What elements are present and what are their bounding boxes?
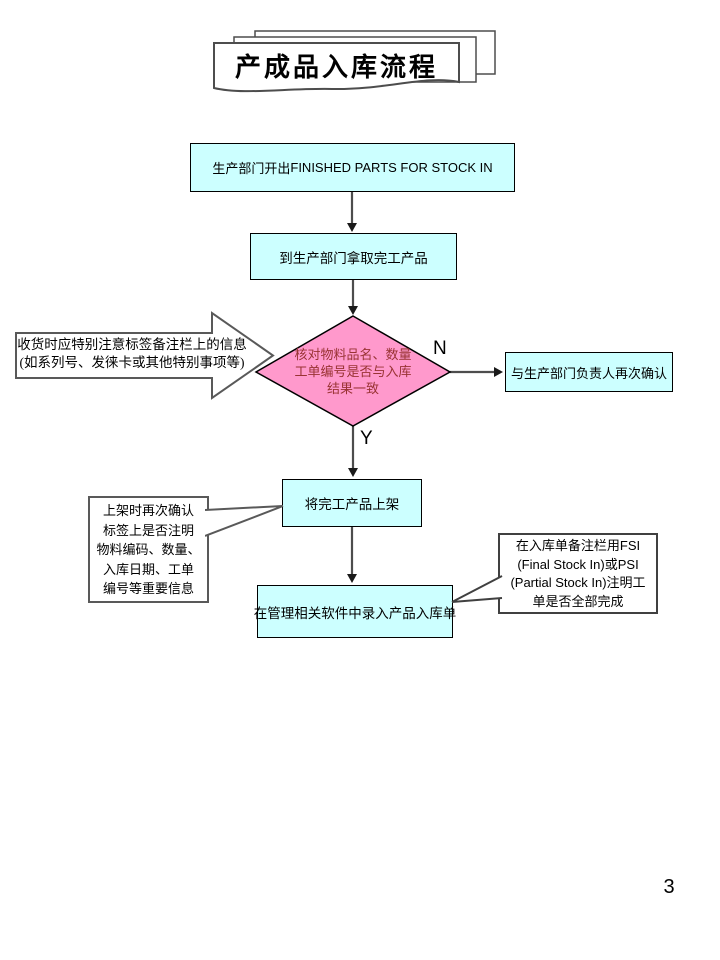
connector-lines bbox=[350, 192, 495, 575]
connector-arrowheads bbox=[347, 223, 503, 583]
shelf-note-line: 上架时再次确认 bbox=[102, 503, 194, 518]
page-number: 3 bbox=[663, 876, 675, 898]
banner-front-sheet bbox=[213, 42, 460, 93]
step1-text-en: FINISHED PARTS FOR STOCK IN bbox=[290, 160, 493, 175]
receiving-note-text: 收货时应特别注意标签备注栏上的信息 (如系列号、发徕卡或其他特别事项等) bbox=[15, 336, 249, 372]
shelf-note-line: 标签上是否注明 bbox=[102, 522, 194, 538]
branch-label-no: N bbox=[433, 338, 447, 359]
step2-text: 到生产部门拿取完工产品 bbox=[279, 250, 428, 266]
shelf-note-line: 物料编码、数量、 bbox=[96, 542, 201, 557]
step4-text: 在管理相关软件中录入产品入库单 bbox=[253, 605, 457, 621]
decision-line: 结果一致 bbox=[326, 381, 379, 396]
no-action-text: 与生产部门负责人再次确认 bbox=[510, 365, 667, 381]
shelf-note-callout: 上架时再次确认 标签上是否注明 物料编码、数量、 入库日期、工单 编号等重要信息 bbox=[88, 496, 209, 603]
decision-diamond-shape bbox=[254, 315, 452, 427]
software-note-line: 在入库单备注栏用FSI bbox=[515, 538, 641, 553]
decision-line: 工单编号是否与入库 bbox=[294, 364, 412, 379]
software-note-callout-pointer bbox=[451, 575, 503, 603]
process-step-fetch-finished-goods: 到生产部门拿取完工产品 bbox=[250, 233, 457, 280]
software-note-line: 单是否全部完成 bbox=[532, 593, 624, 609]
shelf-note-line: 编号等重要信息 bbox=[102, 581, 194, 596]
step1-text-zh: 生产部门开出 bbox=[212, 161, 291, 176]
process-step-reconfirm-with-production: 与生产部门负责人再次确认 bbox=[505, 352, 673, 392]
step3-text: 将完工产品上架 bbox=[304, 497, 400, 512]
process-step-shelve-goods: 将完工产品上架 bbox=[282, 479, 422, 527]
slide-title: 产成品入库流程 bbox=[234, 52, 438, 82]
receiving-note-line: (如系列号、发徕卡或其他特别事项等) bbox=[19, 355, 245, 370]
receiving-note-line: 收货时应特别注意标签备注栏上的信息 bbox=[17, 337, 247, 352]
decision-line: 核对物料品名、数量 bbox=[294, 347, 412, 362]
decision-text: 核对物料品名、数量 工单编号是否与入库 结果一致 bbox=[263, 346, 443, 397]
software-note-callout: 在入库单备注栏用FSI (Final Stock In)或PSI (Partia… bbox=[498, 533, 658, 614]
receiving-note-arrow-shape bbox=[15, 311, 275, 400]
branch-label-yes: Y bbox=[360, 428, 373, 449]
process-step-enter-stockin-in-software: 在管理相关软件中录入产品入库单 bbox=[254, 585, 456, 638]
software-note-line: (Partial Stock In)注明工 bbox=[510, 575, 646, 590]
software-note-line: (Final Stock In)或PSI bbox=[517, 556, 639, 572]
shelf-note-callout-pointer bbox=[205, 505, 284, 537]
shelf-note-line: 入库日期、工单 bbox=[102, 561, 194, 577]
